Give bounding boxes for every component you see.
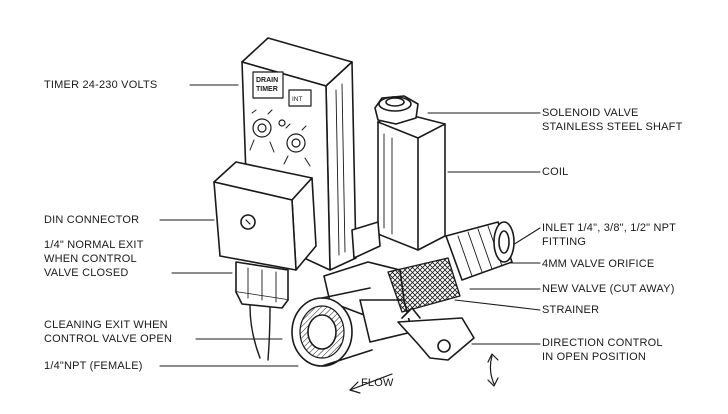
label-valve-orifice: 4MM VALVE ORIFICE	[542, 258, 655, 270]
label-normal-exit: 1/4" NORMAL EXIT WHEN CONTROL VALVE CLOS…	[44, 239, 144, 279]
timer-face-button: INT	[292, 96, 303, 103]
label-flow: FLOW	[361, 377, 394, 389]
din-connector	[213, 161, 317, 271]
label-timer: TIMER 24-230 VOLTS	[44, 79, 158, 91]
direction-handle	[397, 307, 475, 361]
cable-gland	[235, 261, 289, 309]
leader-lines	[159, 84, 541, 367]
strainer	[387, 257, 461, 313]
label-cleaning-exit: CLEANING EXIT WHEN CONTROL VALVE OPEN	[44, 319, 173, 345]
solenoid-nut	[374, 95, 419, 125]
cable	[249, 305, 271, 361]
cleaning-exit-port	[291, 287, 373, 367]
rotation-arrow	[487, 353, 499, 387]
flow-arrow	[349, 373, 393, 394]
label-coil: COIL	[542, 166, 569, 178]
solenoid-coil	[377, 111, 446, 251]
inlet-fitting	[445, 221, 515, 281]
label-din-connector: DIN CONNECTOR	[44, 214, 140, 226]
coil-base	[351, 221, 381, 259]
label-strainer: STRAINER	[542, 304, 600, 316]
label-npt-female: 1/4"NPT (FEMALE)	[44, 360, 143, 372]
label-solenoid-valve: SOLENOID VALVE STAINLESS STEEL SHAFT	[542, 107, 683, 133]
label-new-valve: NEW VALVE (CUT AWAY)	[542, 283, 675, 295]
label-direction-control: DIRECTION CONTROL IN OPEN POSITION	[542, 337, 663, 363]
timer-face	[249, 71, 312, 167]
label-inlet: INLET 1/4", 3/8", 1/2" NPT FITTING	[542, 222, 677, 248]
timer-face-line2: TIMER	[256, 86, 278, 93]
timer-face-line1: DRAIN	[256, 77, 278, 84]
